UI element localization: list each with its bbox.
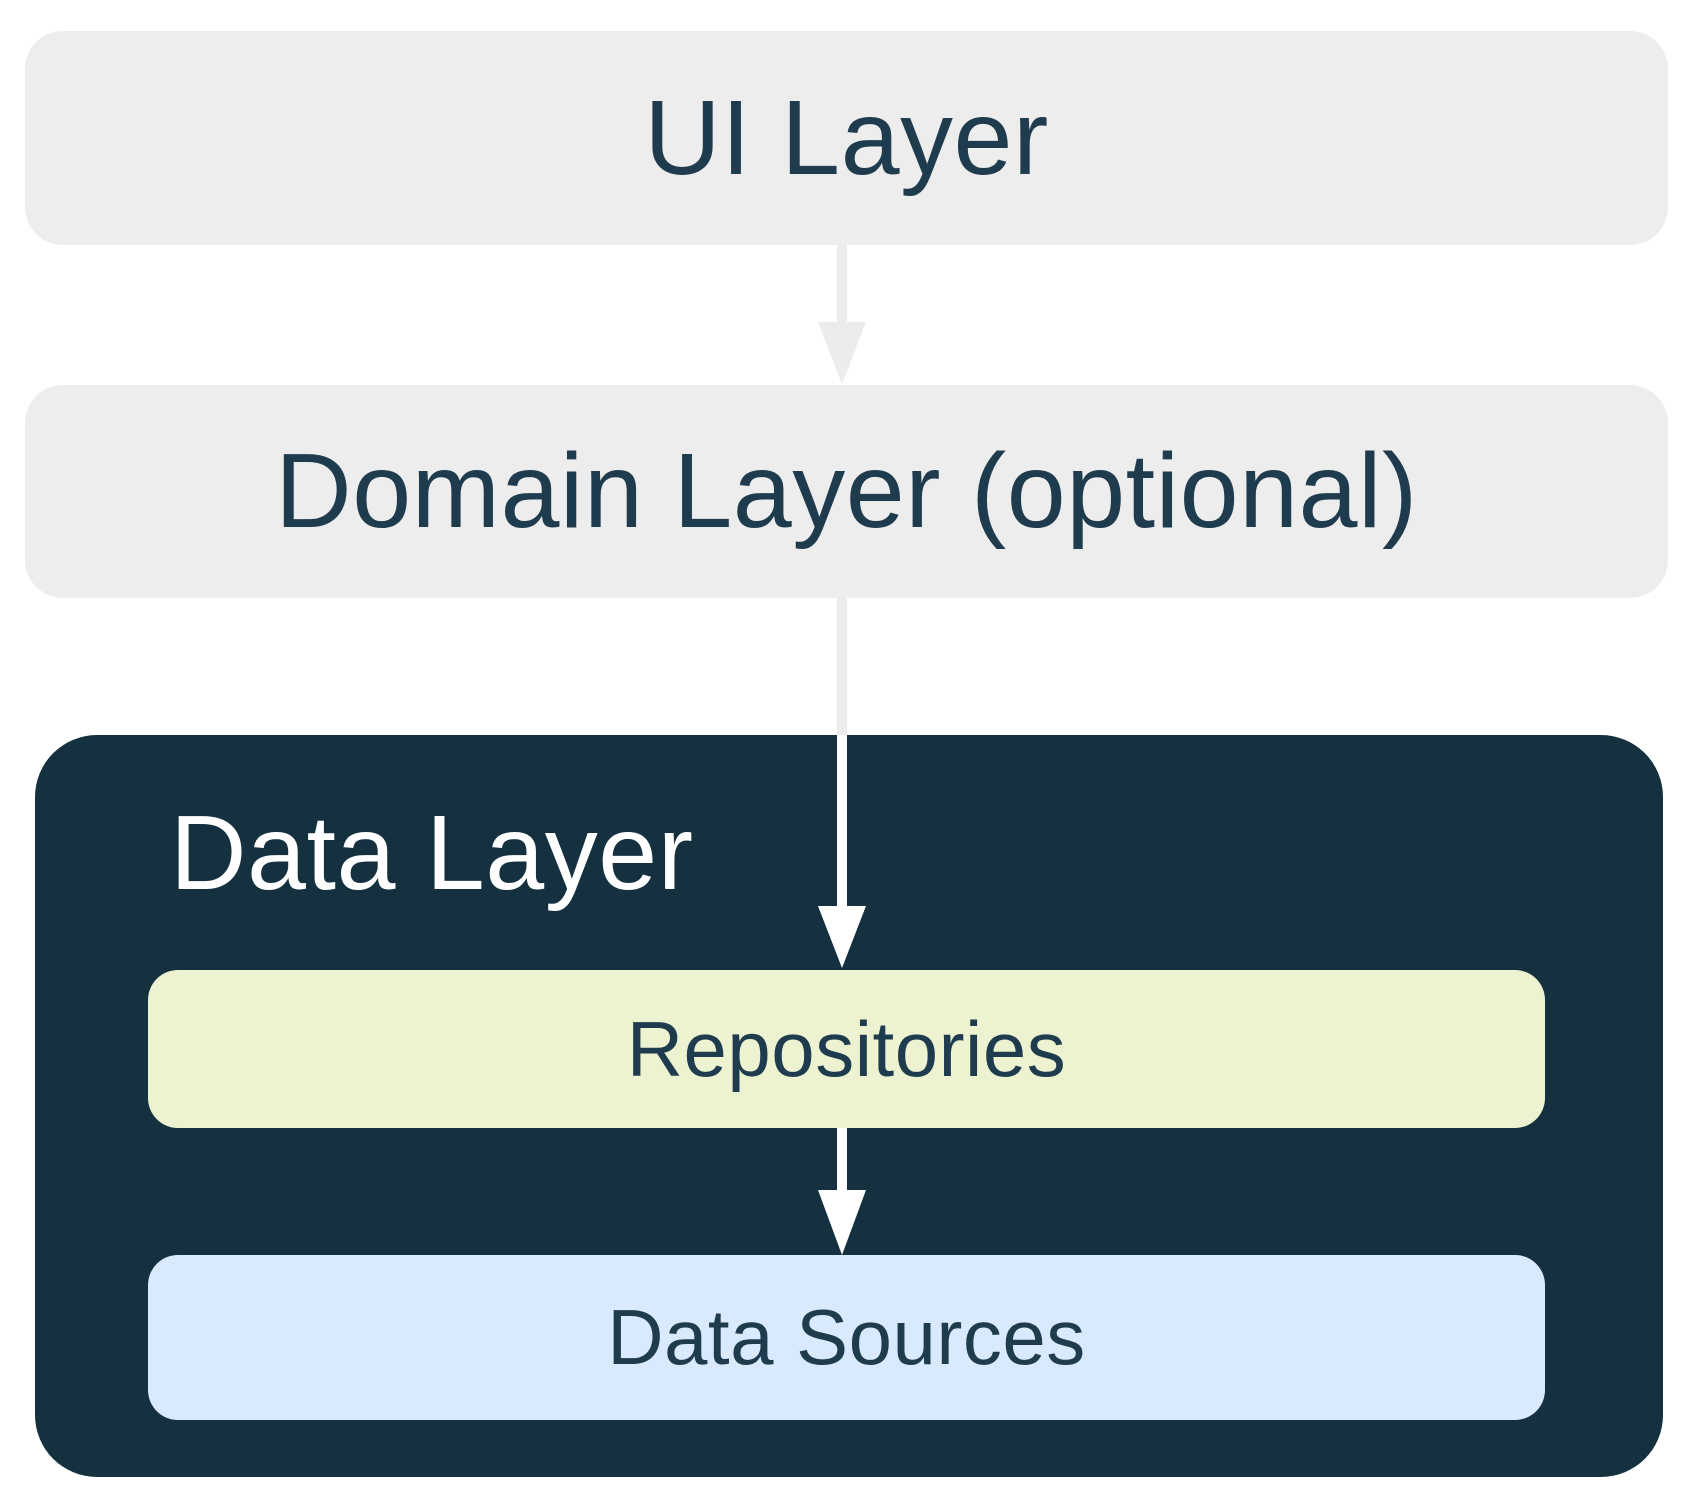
repositories-label: Repositories xyxy=(626,1004,1067,1093)
repositories-box: Repositories xyxy=(148,970,1545,1128)
arrow-down-domain-to-repositories-icon xyxy=(818,598,866,968)
data-sources-label: Data Sources xyxy=(607,1293,1086,1381)
arrow-down-repositories-to-data-sources-icon xyxy=(818,1128,866,1255)
domain-layer-label: Domain Layer (optional) xyxy=(275,432,1418,550)
arrow-head xyxy=(818,1190,866,1255)
arrow-head xyxy=(818,322,866,384)
data-layer-box: Data Layer Repositories Data Sources xyxy=(35,735,1663,1477)
data-sources-box: Data Sources xyxy=(148,1255,1545,1420)
ui-layer-label: UI Layer xyxy=(644,78,1049,197)
arrow-head xyxy=(818,906,866,968)
ui-layer-box: UI Layer xyxy=(25,31,1668,245)
data-layer-label: Data Layer xyxy=(170,794,694,912)
arrow-down-ui-to-domain-icon xyxy=(818,245,866,384)
domain-layer-box: Domain Layer (optional) xyxy=(25,385,1668,598)
